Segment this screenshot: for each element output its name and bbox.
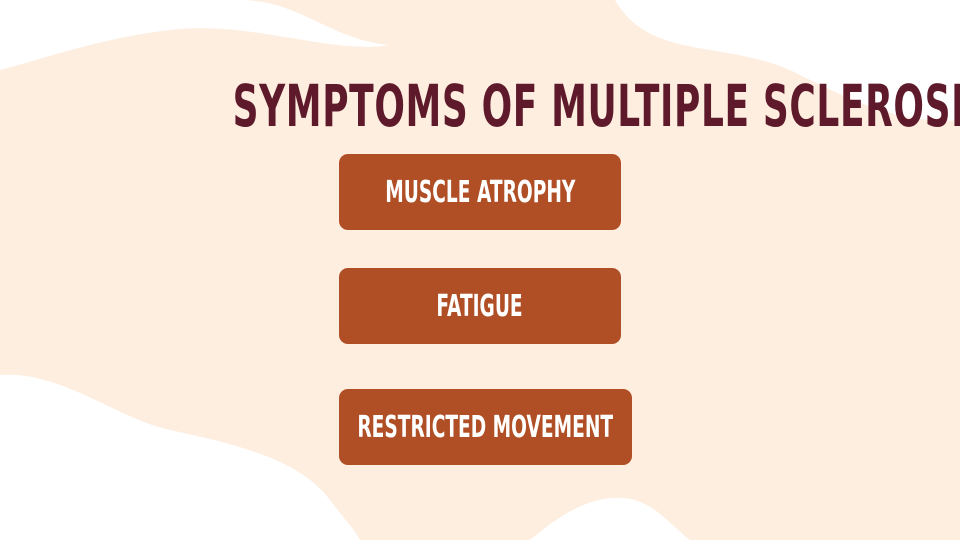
symptom-box-restricted-movement: RESTRICTED MOVEMENT (339, 389, 632, 465)
slide-title: SYMPTOMS OF MULTIPLE SCLEROSIS (232, 72, 960, 140)
symptom-box-muscle-atrophy: MUSCLE ATROPHY (339, 154, 621, 230)
symptom-box-fatigue: FATIGUE (339, 268, 621, 344)
symptom-label: RESTRICTED MOVEMENT (357, 409, 614, 445)
top-right-blob (615, 0, 960, 121)
bottom-left-blob (0, 374, 360, 540)
bottom-right-blob (530, 497, 690, 540)
symptom-label: FATIGUE (436, 288, 524, 324)
top-left-blob (0, 0, 390, 70)
symptom-label: MUSCLE ATROPHY (384, 174, 576, 210)
